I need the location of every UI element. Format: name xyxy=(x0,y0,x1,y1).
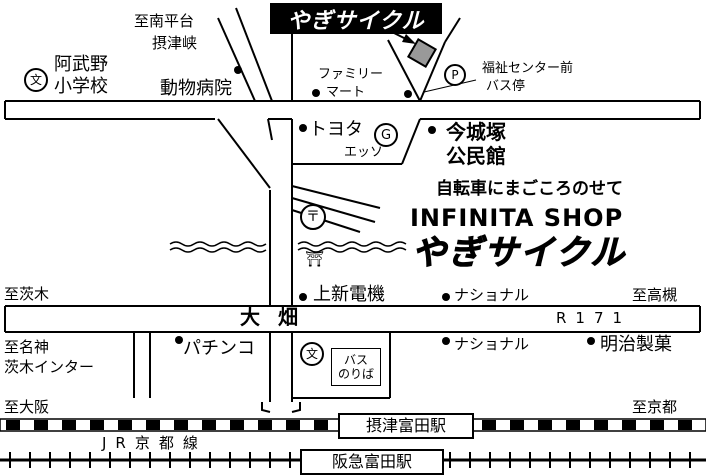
school2-icon: 文 xyxy=(300,342,324,366)
river-left xyxy=(169,241,267,247)
road-r171-label: R171 xyxy=(556,309,632,327)
national-dot-2 xyxy=(442,337,450,345)
meiji-dot xyxy=(587,337,595,345)
toyota-dot xyxy=(299,124,307,132)
hankyu-station-label: 阪急富田駅 xyxy=(300,449,444,475)
shop-marker xyxy=(406,37,438,69)
welfare-bus-label-1: 福祉センター前 xyxy=(482,61,574,76)
hall-label-2: 公民館 xyxy=(446,144,506,168)
national-label-1: ナショナル xyxy=(454,286,530,304)
direction-meishin-2: 茨木インター xyxy=(4,358,95,376)
direction-minami-hiradai: 至南平台 xyxy=(134,12,195,30)
direction-osaka: 至大阪 xyxy=(4,398,50,416)
hall-label-1: 今城塚 xyxy=(446,120,506,144)
diagonal-road-left-edge xyxy=(217,17,256,102)
parking-icon: P xyxy=(444,64,466,86)
direction-ibaraki: 至茨木 xyxy=(4,285,50,303)
shrine-icon: ⛩ xyxy=(305,250,325,268)
shop-logo-top: やぎサイクル xyxy=(270,3,442,34)
pachinko-label: パチンコ xyxy=(183,338,255,359)
shop-name-en: INFINITA SHOP xyxy=(410,204,624,232)
familymart-label-2: マート xyxy=(326,85,366,100)
direction-meishin-1: 至名神 xyxy=(4,338,50,356)
meiji-label: 明治製菓 xyxy=(600,334,672,355)
hall-dot xyxy=(428,126,436,134)
road-ohata-label: 大畑 xyxy=(240,305,316,329)
bus-terminal-label-1: バス xyxy=(343,352,368,367)
national-dot-1 xyxy=(442,293,450,301)
kamishin-dot xyxy=(299,293,307,301)
post-office-icon: 〒 xyxy=(300,204,326,230)
shop-slogan: 自転車にまごころのせて xyxy=(436,179,623,199)
direction-takatsuki: 至高槻 xyxy=(632,286,678,304)
direction-kyoto: 至京都 xyxy=(632,398,678,416)
national-label-2: ナショナル xyxy=(454,335,530,353)
familymart-dot xyxy=(312,89,320,97)
school-icon: 文 xyxy=(24,68,48,92)
bus-terminal-box: バス のりば xyxy=(331,348,381,386)
animal-hospital-dot xyxy=(234,66,242,74)
kamishin-denki-label: 上新電機 xyxy=(313,284,385,305)
gas-station-icon: G xyxy=(374,123,398,147)
animal-hospital-label: 動物病院 xyxy=(160,78,232,99)
school-label-2: 小学校 xyxy=(54,76,108,97)
familymart-label-1: ファミリー xyxy=(318,67,384,82)
shop-logo-main: やぎサイクル xyxy=(411,233,627,273)
bus-stop-dot xyxy=(404,90,412,98)
direction-settsukyo: 摂津峡 xyxy=(152,34,198,52)
pachinko-dot xyxy=(175,336,183,344)
welfare-bus-label-2: バス停 xyxy=(486,79,526,94)
jr-line-label: JR京都線 xyxy=(102,434,207,452)
esso-label: エッソ xyxy=(344,145,384,160)
toyota-label: トヨタ xyxy=(309,119,363,140)
bus-terminal-label-2: のりば xyxy=(337,367,374,381)
school-label-1: 阿武野 xyxy=(54,54,108,75)
river-right xyxy=(297,241,407,247)
jr-station-label: 摂津富田駅 xyxy=(338,413,474,439)
